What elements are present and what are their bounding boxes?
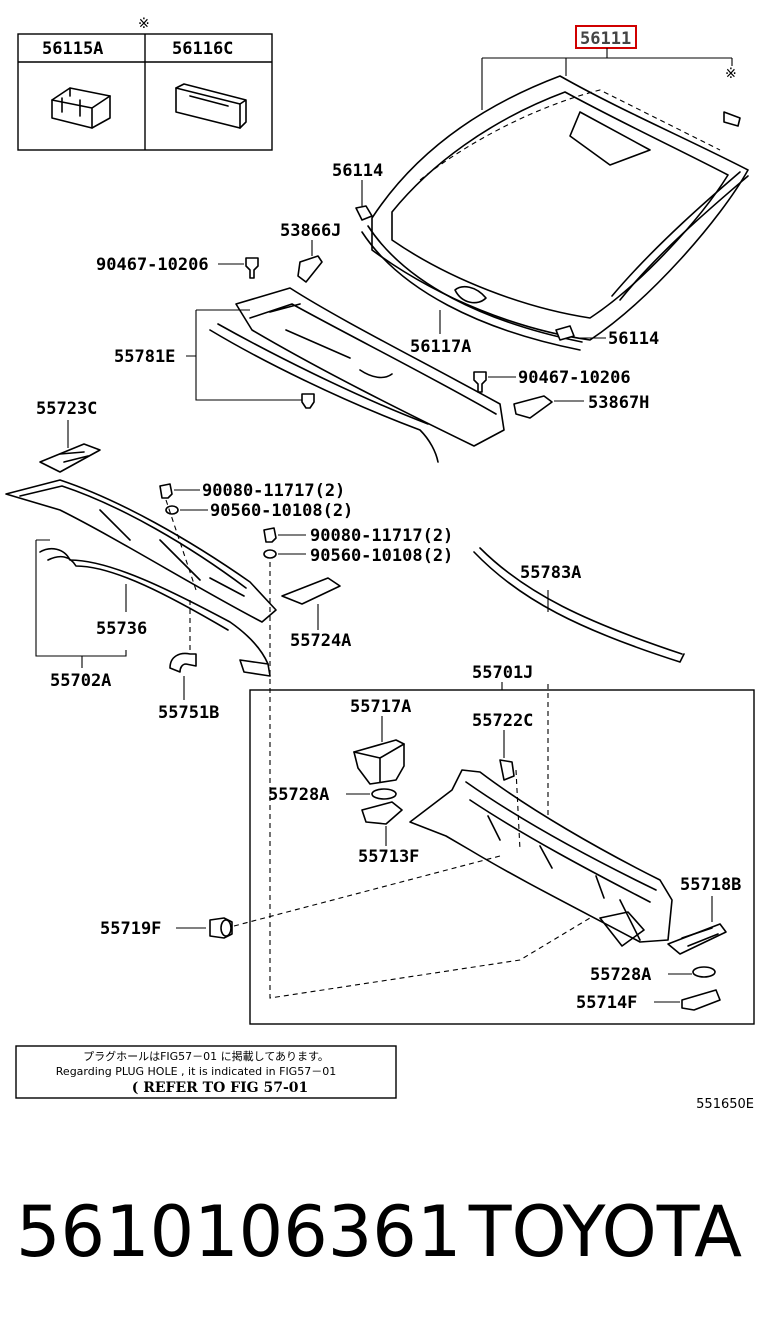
label-55719F[interactable]: 55719F (100, 919, 161, 939)
clip-56116C-drawing (175, 83, 247, 129)
part-90467-upper: 90467-10206 (96, 255, 259, 279)
fasteners-set-a: 90080-11717(2) 90560-10108(2) (159, 481, 353, 591)
note-japanese: プラグホールはFIG57－01 に掲載してあります。 (83, 1049, 329, 1063)
part-53867H: 53867H (513, 393, 649, 419)
note-reference[interactable]: ( REFER TO FIG 57-01 (132, 1080, 309, 1096)
windshield-assembly: 56111 ※ (371, 25, 749, 341)
clip-56115A-drawing (51, 87, 111, 129)
label-90467-upper[interactable]: 90467-10206 (96, 255, 209, 275)
part-55723C: 55723C (36, 399, 101, 473)
reference-mark-glass: ※ (725, 66, 737, 82)
label-55718B[interactable]: 55718B (680, 875, 741, 895)
label-56116C[interactable]: 56116C (172, 39, 233, 59)
label-55751B[interactable]: 55751B (158, 703, 219, 723)
part-55724A: 55724A (281, 577, 351, 651)
label-55714F[interactable]: 55714F (576, 993, 637, 1013)
fasteners-set-b: 90080-11717(2) 90560-10108(2) (263, 526, 621, 999)
brand-name: TOYOTA (468, 1191, 742, 1273)
label-55702A[interactable]: 55702A (50, 671, 111, 691)
label-55781E[interactable]: 55781E (114, 347, 175, 367)
note-english: Regarding PLUG HOLE , it is indicated in… (56, 1065, 336, 1078)
label-55736[interactable]: 55736 (96, 619, 147, 639)
reference-mark-top: ※ (138, 16, 150, 32)
label-56115A[interactable]: 56115A (42, 39, 103, 59)
label-55728A-lower[interactable]: 55728A (590, 965, 651, 985)
clip-reference-box: ※ 56115A 56116C (17, 16, 273, 151)
label-55724A[interactable]: 55724A (290, 631, 351, 651)
label-56111[interactable]: 56111 (580, 29, 631, 49)
label-90080-b[interactable]: 90080-11717(2) (310, 526, 453, 546)
label-90560-a[interactable]: 90560-10108(2) (210, 501, 353, 521)
label-55722C[interactable]: 55722C (472, 711, 533, 731)
label-53867H[interactable]: 53867H (588, 393, 649, 413)
part-56114-upper: 56114 (332, 161, 383, 221)
part-55722C: 55722C (472, 711, 533, 851)
part-55783A: 55783A (473, 547, 685, 663)
part-55728A-upper: 55728A (268, 785, 397, 805)
label-55701J[interactable]: 55701J (472, 663, 533, 683)
highlight-box-56111 (575, 25, 637, 49)
label-55728A-upper[interactable]: 55728A (268, 785, 329, 805)
label-55723C[interactable]: 55723C (36, 399, 97, 419)
label-56114-upper[interactable]: 56114 (332, 161, 383, 181)
label-56117A[interactable]: 56117A (410, 337, 471, 357)
part-56114-lower: 56114 (555, 325, 659, 349)
label-56114-lower[interactable]: 56114 (608, 329, 659, 349)
part-55719F: 55719F (100, 855, 501, 939)
part-55717A: 55717A (350, 697, 411, 785)
label-90560-b[interactable]: 90560-10108(2) (310, 546, 453, 566)
part-55714F: 55714F (576, 989, 721, 1013)
label-90467-lower[interactable]: 90467-10206 (518, 368, 631, 388)
part-number: 5610106361 (16, 1191, 461, 1273)
part-55781E: 55781E (114, 287, 505, 463)
label-53866J[interactable]: 53866J (280, 221, 341, 241)
part-55702A-panel: 55736 55702A (5, 479, 277, 691)
part-90467-lower: 90467-10206 (473, 368, 631, 393)
part-55718B: 55718B (667, 875, 741, 955)
label-55783A[interactable]: 55783A (520, 563, 581, 583)
figure-id: 551650E (696, 1097, 754, 1112)
part-55713F: 55713F (358, 801, 419, 867)
label-55713F[interactable]: 55713F (358, 847, 419, 867)
part-53866J: 53866J (280, 221, 341, 283)
label-55717A[interactable]: 55717A (350, 697, 411, 717)
plug-hole-note: プラグホールはFIG57－01 に掲載してあります。 Regarding PLU… (15, 1045, 397, 1099)
part-55701J-group: 55701J (249, 663, 755, 1025)
part-55728A-lower: 55728A (590, 965, 716, 985)
label-90080-a[interactable]: 90080-11717(2) (202, 481, 345, 501)
part-56117A: 56117A (361, 225, 583, 357)
part-55751B: 55751B (158, 600, 219, 723)
